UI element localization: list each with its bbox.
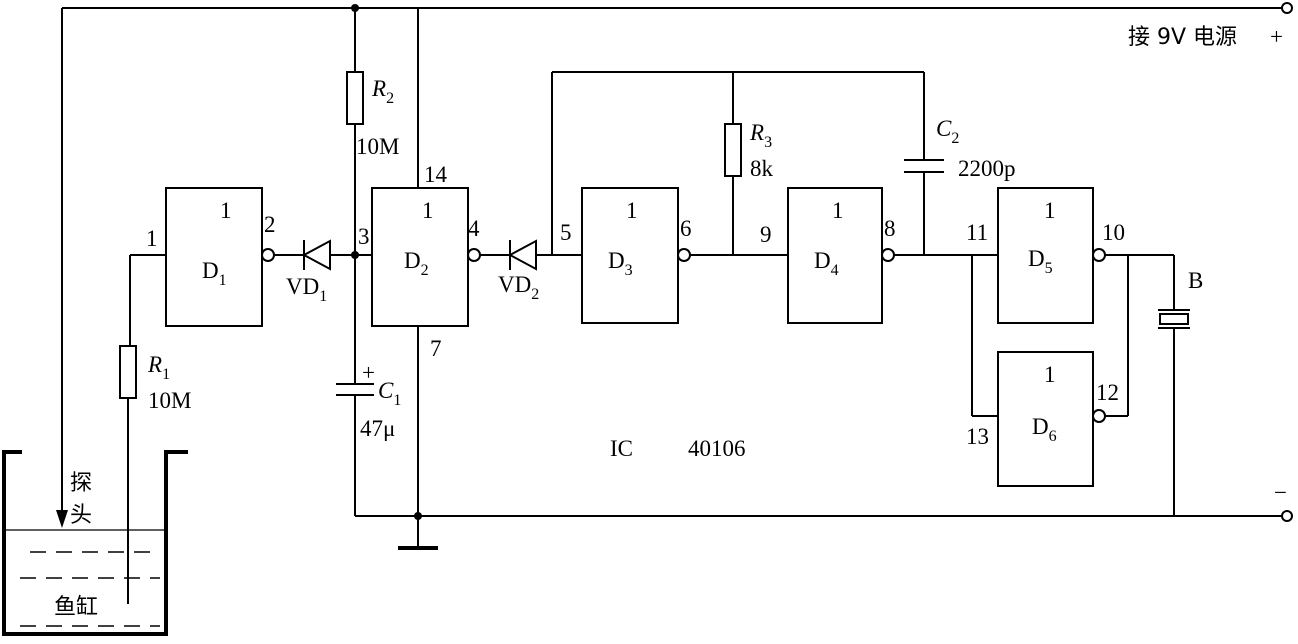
pin-3: 3	[358, 224, 370, 249]
c1-name: C1	[378, 378, 401, 409]
probe-arrow-icon	[56, 510, 68, 528]
probe-label-2: 头	[70, 503, 92, 528]
pin-8: 8	[884, 216, 896, 241]
pin-4: 4	[468, 216, 480, 241]
r2-name: R2	[371, 76, 394, 107]
power-label: 接 9V 电源	[1128, 25, 1237, 50]
pin-14: 14	[424, 162, 448, 187]
power-minus: −	[1274, 480, 1287, 505]
gate-d2	[371, 187, 469, 327]
gate-d1	[165, 187, 263, 327]
d2-name: D2	[404, 248, 429, 279]
ic-part: 40106	[688, 436, 746, 461]
d3-name: D3	[608, 248, 633, 279]
vd1-name: VD1	[286, 274, 327, 305]
d2-mark: 1	[422, 198, 434, 223]
fish-tank	[2, 450, 188, 636]
power-plus: +	[1270, 24, 1283, 49]
vd1-diode	[274, 239, 372, 271]
probe-label-1: 探	[70, 471, 92, 496]
r3-value: 8k	[750, 156, 774, 181]
ground-terminal	[1281, 510, 1293, 522]
pin-12: 12	[1096, 380, 1119, 405]
d5-mark: 1	[1044, 198, 1056, 223]
d1-inverter-bubble	[261, 248, 275, 262]
r2-value: 10M	[356, 134, 399, 159]
pin-11: 11	[966, 220, 988, 245]
buzzer-b	[1158, 255, 1190, 516]
tank-label: 鱼缸	[54, 595, 98, 620]
d1-name: D1	[202, 258, 227, 289]
vplus-terminal	[1281, 2, 1293, 14]
r3-name: R3	[749, 120, 772, 151]
d2-inverter-bubble	[467, 248, 481, 262]
c1-capacitor	[336, 383, 374, 516]
d4-mark: 1	[832, 198, 844, 223]
buzzer-name: B	[1188, 268, 1203, 293]
r3-resistor	[724, 72, 742, 255]
d5-name: D5	[1028, 246, 1053, 277]
d6-name: D6	[1032, 414, 1057, 445]
c2-name: C2	[936, 116, 959, 147]
pin-13: 13	[966, 424, 989, 449]
r1-value: 10M	[148, 388, 191, 413]
d6-mark: 1	[1044, 362, 1056, 387]
buffer-wiring	[971, 254, 1174, 417]
d3-inverter-bubble	[677, 248, 691, 262]
d6-inverter-bubble	[1092, 409, 1106, 423]
d5-inverter-bubble	[1092, 248, 1106, 262]
ground-rail	[355, 326, 1293, 550]
probe-wire	[56, 8, 68, 528]
gate-d6	[997, 351, 1094, 487]
d3-mark: 1	[626, 198, 638, 223]
pin-9: 9	[760, 222, 772, 247]
r2-resistor	[346, 4, 364, 384]
pin-7: 7	[430, 336, 442, 361]
r1-resistor	[119, 254, 166, 604]
c2-value: 2200p	[958, 156, 1016, 181]
d4-name: D4	[814, 248, 839, 279]
c1-value: 47μ	[360, 416, 395, 441]
vd2-diode	[480, 239, 582, 271]
vd2-name: VD2	[498, 272, 539, 303]
pin-5: 5	[560, 220, 572, 245]
c1-polarity: +	[362, 360, 375, 385]
pin-6: 6	[680, 216, 692, 241]
ic-name: IC	[610, 436, 633, 461]
pin-2: 2	[264, 212, 276, 237]
d4-inverter-bubble	[881, 248, 895, 262]
d1-mark: 1	[220, 198, 232, 223]
c2-capacitor	[904, 72, 944, 255]
vplus-rail	[62, 2, 1293, 14]
pin-10: 10	[1102, 220, 1125, 245]
r1-name: R1	[147, 352, 170, 383]
pin-1: 1	[146, 226, 158, 251]
